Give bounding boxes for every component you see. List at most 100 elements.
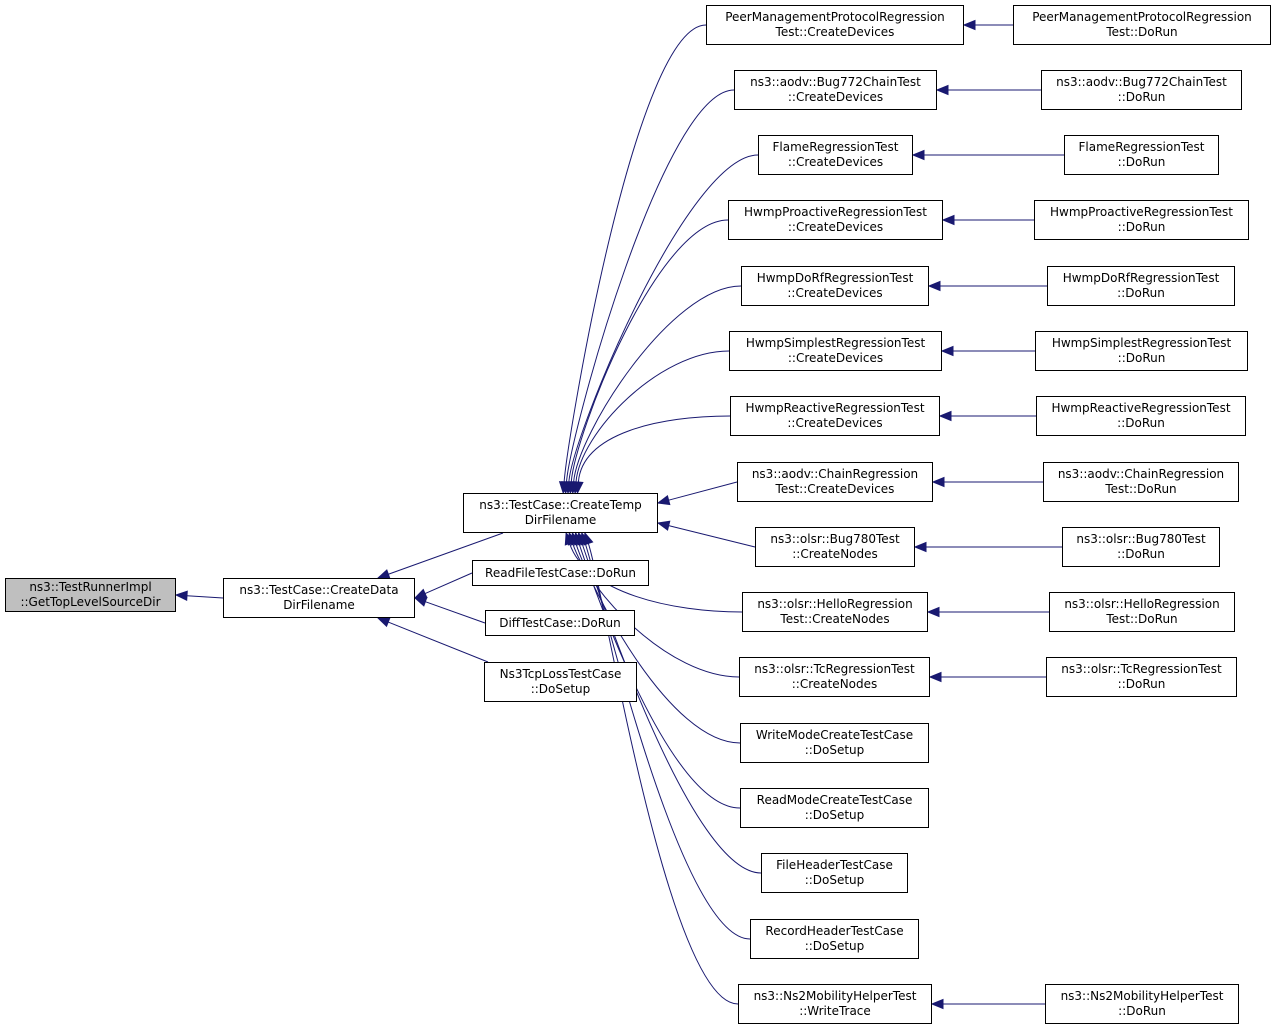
graph-node-flame-run[interactable]: FlameRegressionTest::DoRun [1064,135,1219,175]
edge-hwmpdorf_run-to-hwmpdorf_cd-arrowhead [927,280,941,292]
node-label-line: WriteModeCreateTestCase [755,728,914,742]
edge-bug780_run-to-bug780_cn-arrowhead [913,541,927,553]
node-label-line: DirFilename [524,513,597,527]
node-label-line: ::DoRun [1117,90,1166,104]
graph-node-flame-cd[interactable]: FlameRegressionTest::CreateDevices [758,135,913,175]
node-label-line: ns3::TestCase::CreateData [239,583,399,597]
edge-pmp_cd-to-createtemp-line [563,24,707,483]
edge-createtemp-to-createdata-line [388,532,504,575]
graph-node-hwmppro-cd[interactable]: HwmpProactiveRegressionTest::CreateDevic… [728,200,943,240]
edge-difftest-to-createdata-arrowhead [413,596,428,607]
edge-readfile-to-createdata-line [424,572,473,595]
node-label-line: Test::CreateDevices [775,25,895,39]
edge-hwmpreac_cd-to-createtemp-line [577,415,731,483]
graph-node-bug772-cd[interactable]: ns3::aodv::Bug772ChainTest::CreateDevice… [734,70,937,110]
edge-hwmpsimp_cd-to-createtemp-line [575,350,730,483]
node-label-line: HwmpSimplestRegressionTest [745,336,926,350]
graph-node-hwmppro-run[interactable]: HwmpProactiveRegressionTest::DoRun [1034,200,1249,240]
node-label-line: Test::CreateNodes [780,612,890,626]
edge-ns2mob_wt-to-createtemp-arrowhead [583,531,594,546]
node-label-line: ns3::aodv::ChainRegression [1057,467,1225,481]
graph-node-fileheader[interactable]: FileHeaderTestCase::DoSetup [761,853,908,893]
graph-node-tc-cn[interactable]: ns3::olsr::TcRegressionTest::CreateNodes [739,657,930,697]
node-label-line: HwmpDoRfRegressionTest [1062,271,1220,285]
node-label-line: ns3::Ns2MobilityHelperTest [1060,989,1224,1003]
graph-node-hwmpsimp-cd[interactable]: HwmpSimplestRegressionTest::CreateDevice… [729,331,942,371]
graph-node-readmode[interactable]: ReadModeCreateTestCase::DoSetup [740,788,929,828]
node-label-line: ::DoSetup [530,682,591,696]
edge-ns2mob_run-to-ns2mob_wt-arrowhead [930,998,944,1010]
graph-node-hwmpreac-cd[interactable]: HwmpReactiveRegressionTest::CreateDevice… [730,396,940,436]
graph-node-bug780-cn[interactable]: ns3::olsr::Bug780Test::CreateNodes [755,527,915,567]
node-label-line: HwmpReactiveRegressionTest [745,401,925,415]
graph-node-ns2mob-run[interactable]: ns3::Ns2MobilityHelperTest::DoRun [1045,984,1239,1024]
node-label-line: ns3::olsr::HelloRegression [1064,597,1220,611]
node-label-line: HwmpSimplestRegressionTest [1051,336,1232,350]
node-label-line: ::CreateNodes [792,547,878,561]
node-label-line: ::DoRun [1117,155,1166,169]
node-label-line: DirFilename [283,598,355,612]
edge-bug772_cd-to-createtemp-line [565,89,735,483]
node-label-line: ns3::TestCase::CreateTemp [479,498,642,512]
node-label-line: HwmpDoRfRegressionTest [756,271,914,285]
node-label-line: ns3::TestRunnerImpl [29,580,152,594]
graph-node-readfile[interactable]: ReadFileTestCase::DoRun [472,560,649,586]
node-label-line: ns3::Ns2MobilityHelperTest [753,989,917,1003]
edge-hwmppro_cd-to-createtemp-line [570,219,729,483]
edge-tcploss-to-createdata-line [388,621,489,663]
node-label-line: ReadModeCreateTestCase [756,793,913,807]
edge-pmp_run-to-pmp_cd-arrowhead [962,19,976,31]
edge-aodvchain_cd-to-createtemp-arrowhead [656,494,671,506]
graph-node-tc-run[interactable]: ns3::olsr::TcRegressionTest::DoRun [1046,657,1237,697]
edge-hwmpreac_cd-to-createtemp-arrowhead [573,481,584,495]
node-label-line: ::WriteTrace [799,1004,871,1018]
edge-hwmpsimp_run-to-hwmpsimp_cd-arrowhead [940,345,954,357]
graph-node-root: ns3::TestRunnerImpl::GetTopLevelSourceDi… [5,578,176,612]
node-label-line: ::CreateDevices [787,155,884,169]
graph-node-hwmpdorf-run[interactable]: HwmpDoRfRegressionTest::DoRun [1047,266,1235,306]
edge-readfile-to-createdata-arrowhead [413,588,428,599]
graph-node-hwmpsimp-run[interactable]: HwmpSimplestRegressionTest::DoRun [1035,331,1248,371]
node-label-line: Test::DoRun [1106,25,1178,39]
edge-hwmppro_run-to-hwmppro_cd-arrowhead [941,214,955,226]
node-label-line: ns3::aodv::ChainRegression [751,467,919,481]
edge-flame_cd-to-createtemp-line [568,154,759,483]
node-label-line: ns3::olsr::Bug780Test [1076,532,1206,546]
edge-bug772_run-to-bug772_cd-arrowhead [935,84,949,96]
graph-node-tcploss[interactable]: Ns3TcpLossTestCase::DoSetup [484,662,637,702]
node-label-line: ::CreateDevices [787,90,884,104]
node-label-line: FlameRegressionTest [1078,140,1205,154]
node-label-line: Ns3TcpLossTestCase [499,667,622,681]
edge-createdata-to-root-line [186,595,224,599]
graph-node-writemode[interactable]: WriteModeCreateTestCase::DoSetup [740,723,929,763]
node-label-line: ::CreateDevices [787,220,884,234]
node-label-line: ns3::olsr::HelloRegression [757,597,913,611]
node-label-line: ::DoSetup [804,808,865,822]
graph-node-hwmpreac-run[interactable]: HwmpReactiveRegressionTest::DoRun [1036,396,1246,436]
node-label-line: ns3::olsr::Bug780Test [770,532,900,546]
graph-node-difftest[interactable]: DiffTestCase::DoRun [485,610,635,636]
node-label-line: DiffTestCase::DoRun [499,615,621,630]
graph-node-recordheader[interactable]: RecordHeaderTestCase::DoSetup [750,919,919,959]
graph-node-hwmpdorf-cd[interactable]: HwmpDoRfRegressionTest::CreateDevices [741,266,929,306]
edge-createdata-to-root-arrowhead [174,590,188,601]
edge-bug780_cn-to-createtemp-arrowhead [656,520,671,531]
graph-node-bug772-run[interactable]: ns3::aodv::Bug772ChainTest::DoRun [1041,70,1242,110]
node-label-line: FlameRegressionTest [772,140,899,154]
node-label-line: Test::DoRun [1106,612,1178,626]
graph-node-bug780-run[interactable]: ns3::olsr::Bug780Test::DoRun [1062,527,1220,567]
node-label-line: ::DoSetup [804,743,865,757]
node-label-line: Test::DoRun [1105,482,1177,496]
node-label-line: PeerManagementProtocolRegression [725,10,945,24]
graph-node-ns2mob-wt[interactable]: ns3::Ns2MobilityHelperTest::WriteTrace [738,984,932,1024]
node-label-line: ns3::olsr::TcRegressionTest [754,662,915,676]
edge-flame_run-to-flame_cd-arrowhead [911,149,925,161]
